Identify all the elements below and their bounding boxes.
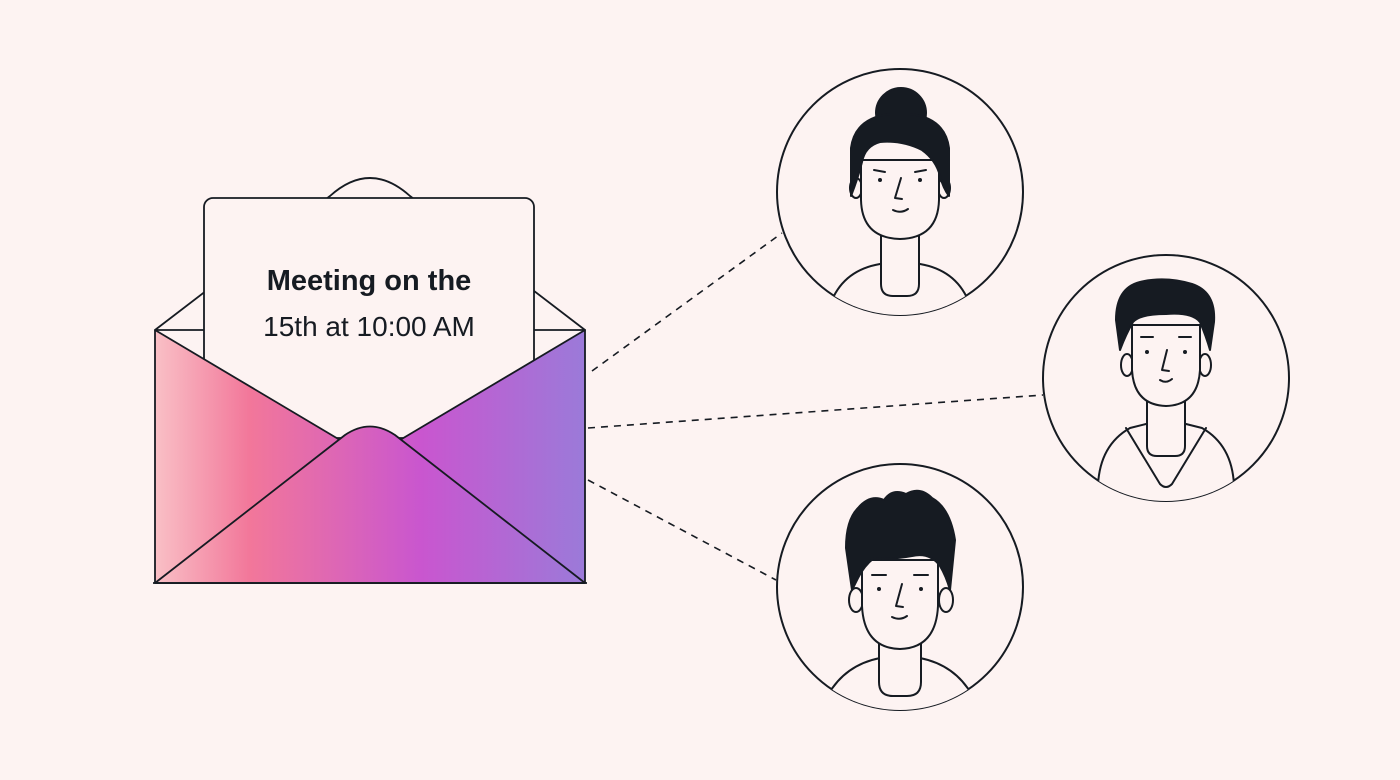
ear-right — [938, 587, 954, 613]
brow-left — [873, 169, 886, 173]
recipient-man-spiky-hair — [776, 463, 1024, 711]
shoulders — [1097, 423, 1235, 501]
face — [1131, 324, 1201, 407]
hair — [1115, 278, 1216, 351]
mouth — [891, 615, 908, 620]
eye-right — [1183, 350, 1187, 354]
hair — [850, 113, 950, 197]
connector-line-bottom — [587, 479, 777, 581]
mouth — [892, 208, 909, 213]
recipient-man-short-hair — [1042, 254, 1290, 502]
ear-left — [848, 587, 864, 613]
nose — [895, 583, 904, 608]
nose — [1161, 349, 1170, 372]
brow-right — [914, 169, 927, 173]
eye-right — [919, 587, 923, 591]
eye-left — [877, 587, 881, 591]
nose — [894, 177, 903, 200]
envelope: Meeting on the 15th at 10:00 AM — [153, 177, 587, 584]
neck — [1146, 399, 1186, 457]
eye-left — [878, 178, 882, 182]
mouth — [1159, 378, 1173, 383]
letter-line-2: 15th at 10:00 AM — [263, 311, 475, 342]
connector-line-top — [591, 232, 783, 372]
connector-line-middle — [587, 394, 1044, 429]
envelope-front-flap — [154, 425, 586, 584]
hair — [845, 489, 956, 591]
face — [861, 559, 939, 650]
connector-lines — [587, 232, 1044, 581]
recipient-woman-bun — [776, 68, 1024, 316]
letter-line-1: Meeting on the — [267, 265, 472, 297]
neck — [880, 227, 920, 297]
shirt-collar — [1125, 427, 1207, 488]
eye-right — [918, 178, 922, 182]
eye-left — [1145, 350, 1149, 354]
